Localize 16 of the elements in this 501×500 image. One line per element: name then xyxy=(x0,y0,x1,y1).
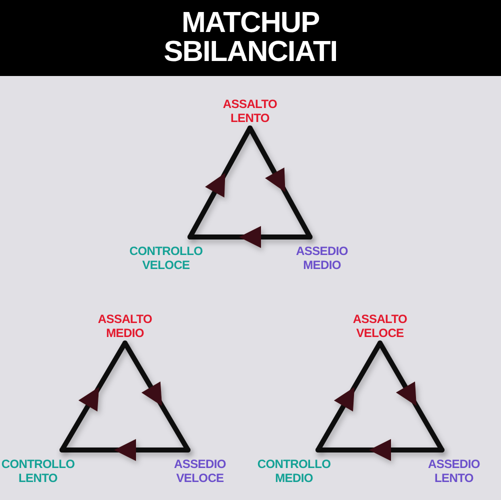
vertex-label: ASSALTO VELOCE xyxy=(352,312,408,340)
vertex-label: CONTROLLO MEDIO xyxy=(257,457,331,485)
arrow xyxy=(188,226,312,248)
title: MATCHUP SBILANCIATI xyxy=(162,9,338,67)
arrow xyxy=(316,439,444,461)
arrow xyxy=(60,340,128,452)
vertex-label: ASSEDIO MEDIO xyxy=(295,244,349,272)
vertex-label: ASSALTO MEDIO xyxy=(96,312,154,340)
vertex-label: CONTROLLO VELOCE xyxy=(129,244,203,272)
arrow xyxy=(316,340,382,452)
vertex-label: ASSALTO LENTO xyxy=(222,97,278,125)
arrow xyxy=(188,126,252,240)
arrow xyxy=(60,439,190,461)
vertex-label: ASSEDIO LENTO xyxy=(427,457,481,485)
vertex-label: CONTROLLO LENTO xyxy=(1,457,75,485)
vertex-label: ASSEDIO VELOCE xyxy=(173,457,227,485)
